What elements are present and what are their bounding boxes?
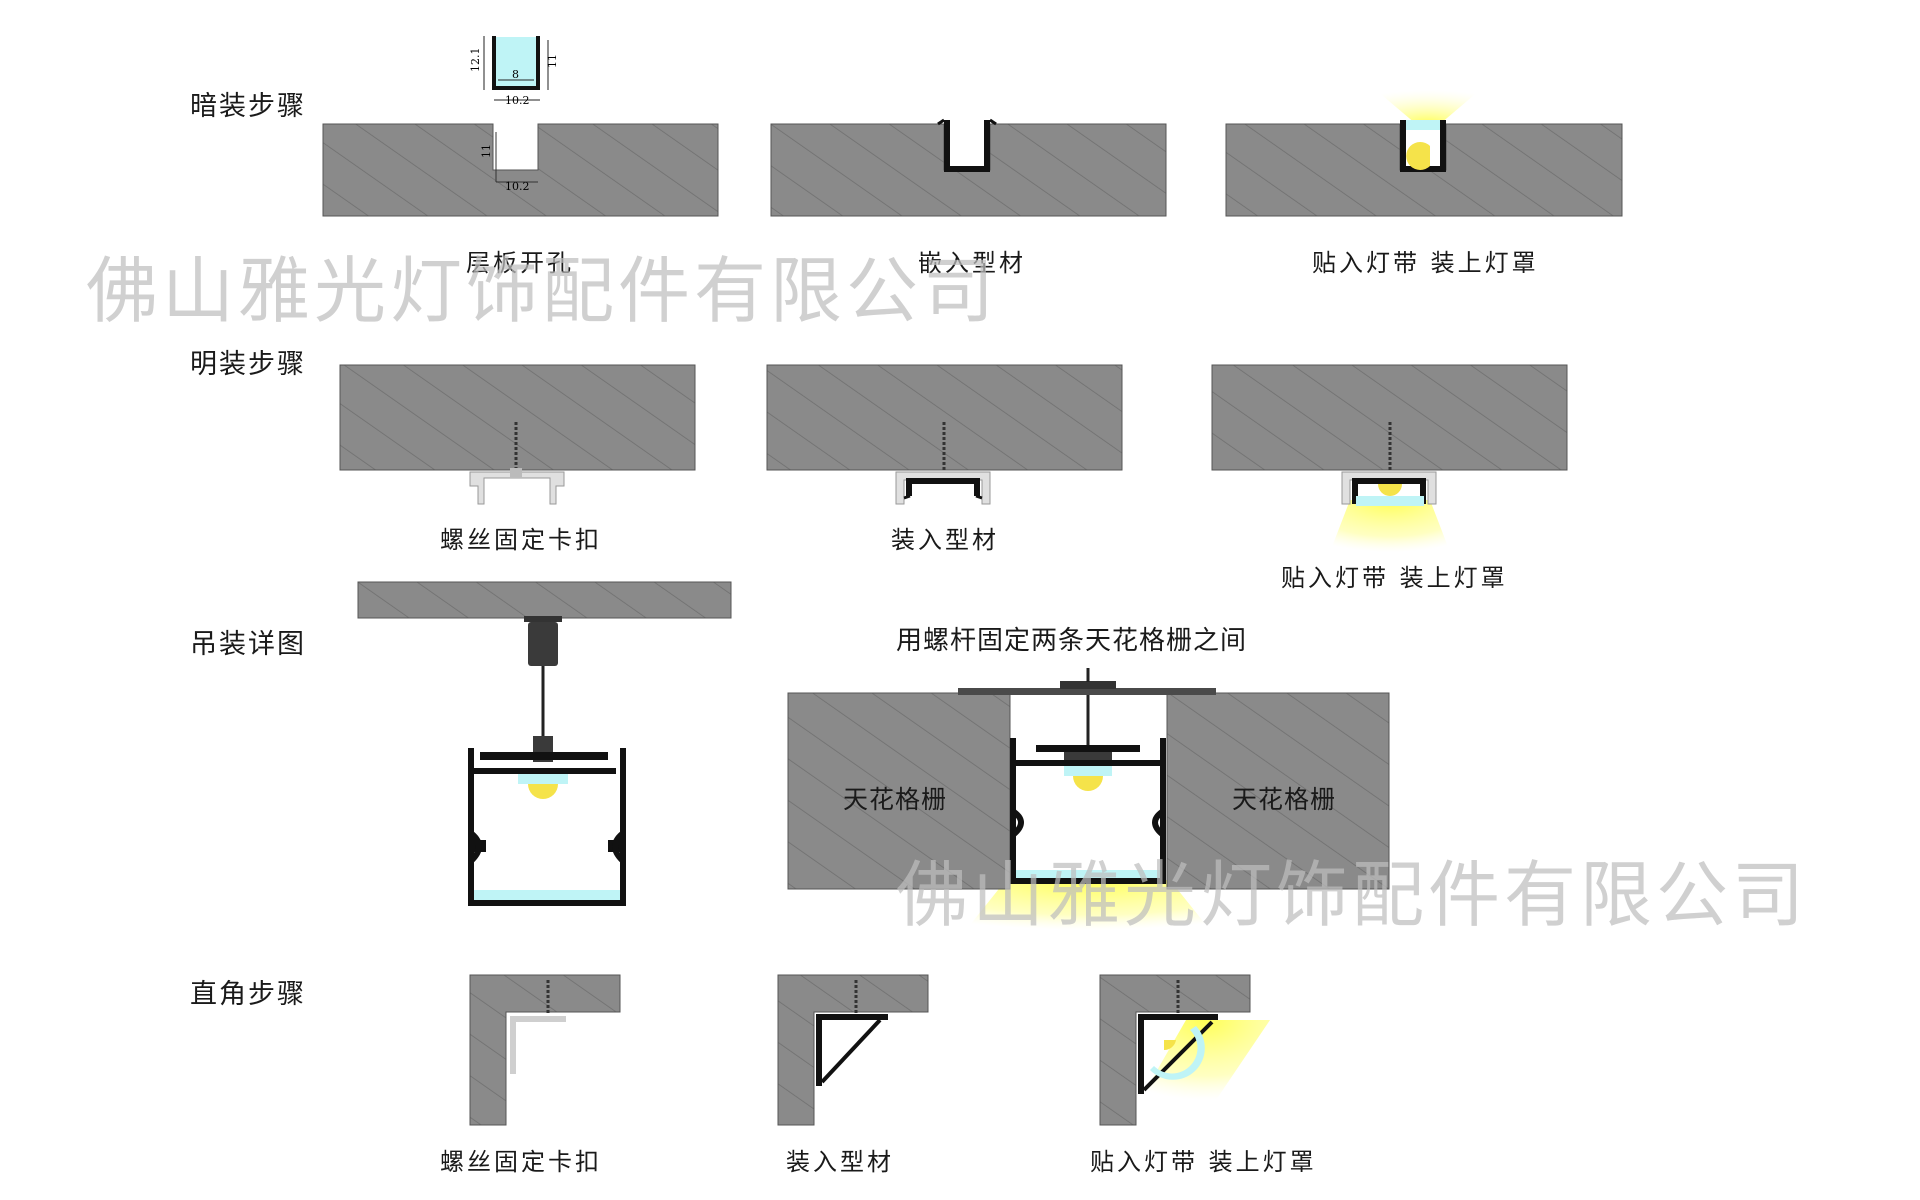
watermark-bottom: 佛山雅光灯饰配件有限公司 — [896, 853, 1809, 937]
board-with-hole: 11 10.2 — [322, 123, 719, 217]
board-embedded-profile — [770, 118, 1167, 217]
section-title-suspended: 吊装详图 — [190, 629, 306, 660]
caption-screw-clip: 螺丝固定卡扣 — [440, 526, 602, 554]
dim-height-inner: 11 — [546, 54, 559, 68]
corner-step-1 — [469, 974, 621, 1126]
section-title-concealed: 暗装步骤 — [190, 91, 306, 122]
suspended-note: 用螺杆固定两条天花格栅之间 — [896, 626, 1248, 656]
section-title-corner: 直角步骤 — [190, 979, 306, 1010]
board-profile-with-light — [1225, 90, 1623, 217]
caption-screw-clip: 螺丝固定卡扣 — [440, 1148, 602, 1176]
caption-embed-profile: 嵌入型材 — [918, 249, 1026, 277]
surface-board-1 — [339, 364, 696, 505]
section-title-surface: 明装步骤 — [190, 349, 306, 380]
surface-board-3 — [1211, 364, 1568, 552]
caption-strip-cover: 贴入灯带 装上灯罩 — [1281, 564, 1508, 592]
grille-label-right: 天花格栅 — [1232, 785, 1337, 814]
suspended-profile — [468, 736, 626, 906]
caption-insert-profile: 装入型材 — [786, 1148, 894, 1176]
corner-step-3 — [1099, 974, 1270, 1126]
suspended-ceiling — [357, 581, 732, 738]
dim-width-outer: 10.2 — [505, 94, 530, 107]
watermark-top: 佛山雅光灯饰配件有限公司 — [86, 249, 999, 333]
caption-drill-hole: 层板开孔 — [466, 249, 574, 277]
caption-strip-cover: 贴入灯带 装上灯罩 — [1312, 249, 1539, 277]
caption-strip-cover: 贴入灯带 装上灯罩 — [1090, 1148, 1317, 1176]
corner-step-2 — [777, 974, 929, 1126]
dim-hole-depth: 11 — [480, 144, 493, 158]
dim-width-inner: 8 — [512, 68, 519, 81]
grille-installation — [787, 668, 1390, 930]
dim-hole-width: 10.2 — [505, 180, 530, 193]
surface-board-2 — [766, 364, 1123, 505]
dim-height-outer: 12.1 — [469, 48, 482, 73]
profile-dimension-drawing: 12.1 11 8 10.2 — [469, 36, 559, 107]
caption-insert-profile: 装入型材 — [891, 526, 999, 554]
grille-label-left: 天花格栅 — [843, 785, 948, 814]
